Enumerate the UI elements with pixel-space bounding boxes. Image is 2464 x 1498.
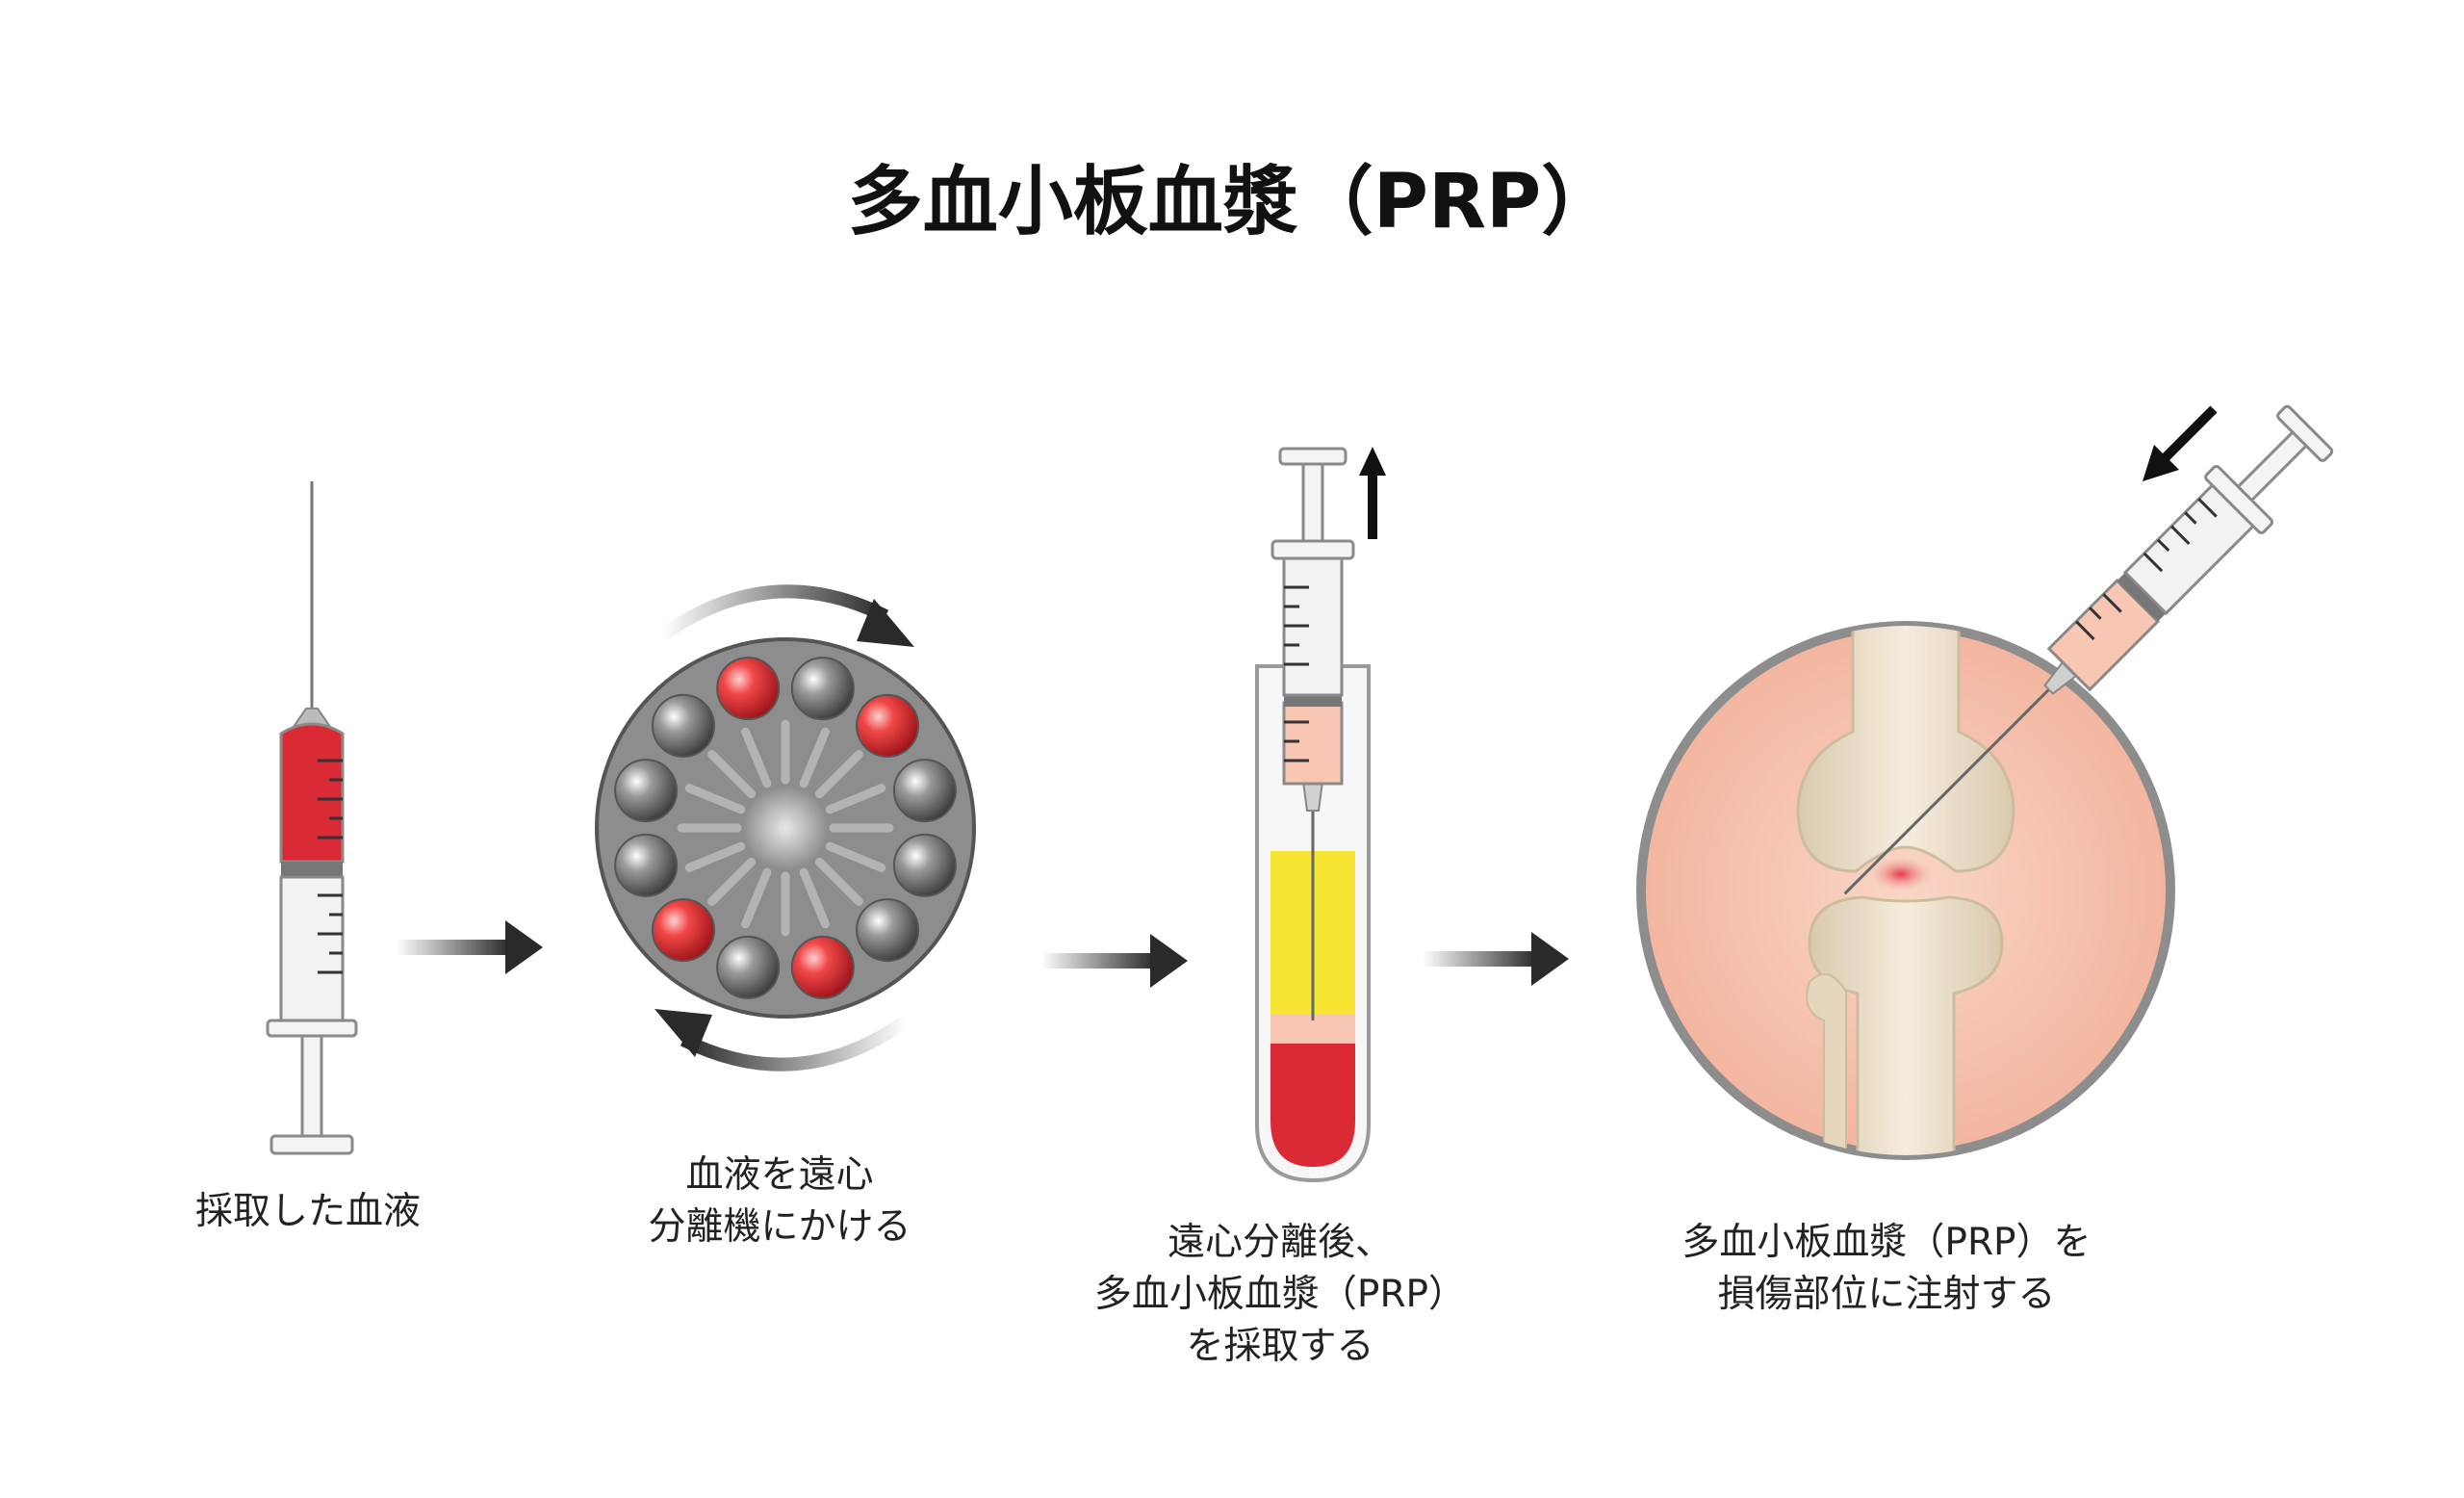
injection-site	[1868, 857, 1934, 891]
blood-fill	[279, 722, 345, 864]
blood-sample-tube	[651, 898, 715, 963]
step-2-caption: 血液を遠心 分離機にかける	[578, 1149, 982, 1253]
flow-arrow-1	[397, 920, 543, 974]
knee-joint-inset	[1636, 621, 2175, 1160]
empty-sample-tube	[614, 833, 679, 897]
rotor-spoke	[707, 750, 757, 799]
step-4-caption: 多血小板血漿（PRP）を 損傷部位に注射する	[1578, 1217, 2194, 1321]
rotor-spoke	[799, 867, 830, 929]
blood-sample-tube	[856, 693, 920, 758]
caption-line: 多血小板血漿（PRP）	[1093, 1272, 1467, 1316]
caption-line: 血液を遠心	[685, 1153, 874, 1197]
caption-line: 多血小板血漿（PRP）を	[1681, 1221, 2092, 1264]
rotor-spoke	[741, 867, 772, 929]
plunger-tip	[281, 862, 343, 877]
empty-sample-tube	[892, 759, 957, 823]
rotation-arrow-icon	[857, 599, 914, 647]
caption-line: 分離機にかける	[648, 1204, 911, 1249]
empty-sample-tube	[651, 693, 715, 758]
flow-arrow-2	[1041, 934, 1188, 988]
push-down-arrow-icon	[2143, 405, 2218, 481]
rotor-spoke	[799, 727, 830, 788]
blood-sample-tube	[790, 935, 855, 999]
caption-line: を採取する	[1186, 1324, 1374, 1368]
rotor-spoke	[814, 750, 863, 799]
rotation-arrow-icon	[654, 1009, 712, 1057]
page-title: 多血小板血漿（PRP）	[847, 159, 1617, 245]
prp-syringe	[1270, 447, 1386, 1020]
caption-line: 遠心分離後、	[1167, 1221, 1393, 1264]
empty-sample-tube	[614, 759, 679, 823]
rotor-spoke	[684, 784, 746, 814]
red-cell-layer	[1270, 1044, 1355, 1167]
caption-line: 損傷部位に注射する	[1717, 1272, 2056, 1316]
rotor-spoke	[814, 857, 863, 906]
injection-syringe	[1843, 404, 2334, 895]
empty-sample-tube	[892, 833, 957, 897]
empty-sample-tube	[790, 657, 855, 721]
flow-arrow-3	[1423, 932, 1569, 986]
fibula-bone	[1806, 973, 1847, 1155]
step-3-caption: 遠心分離後、 多血小板血漿（PRP） を採取する	[1040, 1217, 1521, 1372]
caption-line: 採取した血液	[194, 1190, 421, 1233]
rotor-spoke	[707, 857, 757, 906]
rotor-spoke	[741, 727, 772, 788]
blood-syringe	[266, 481, 358, 1155]
empty-sample-tube	[716, 935, 781, 999]
rotor-spoke	[825, 784, 886, 814]
rotor-spoke	[825, 841, 886, 872]
step-1-caption: 採取した血液	[116, 1186, 500, 1238]
femur-bone	[1796, 626, 2015, 873]
tibia-bone	[1808, 895, 2004, 1155]
centrifuge-rotor	[595, 584, 976, 1072]
rotor-spoke	[684, 841, 746, 872]
blood-sample-tube	[716, 657, 781, 721]
empty-sample-tube	[856, 898, 920, 963]
pull-up-arrow-icon	[1359, 447, 1386, 539]
